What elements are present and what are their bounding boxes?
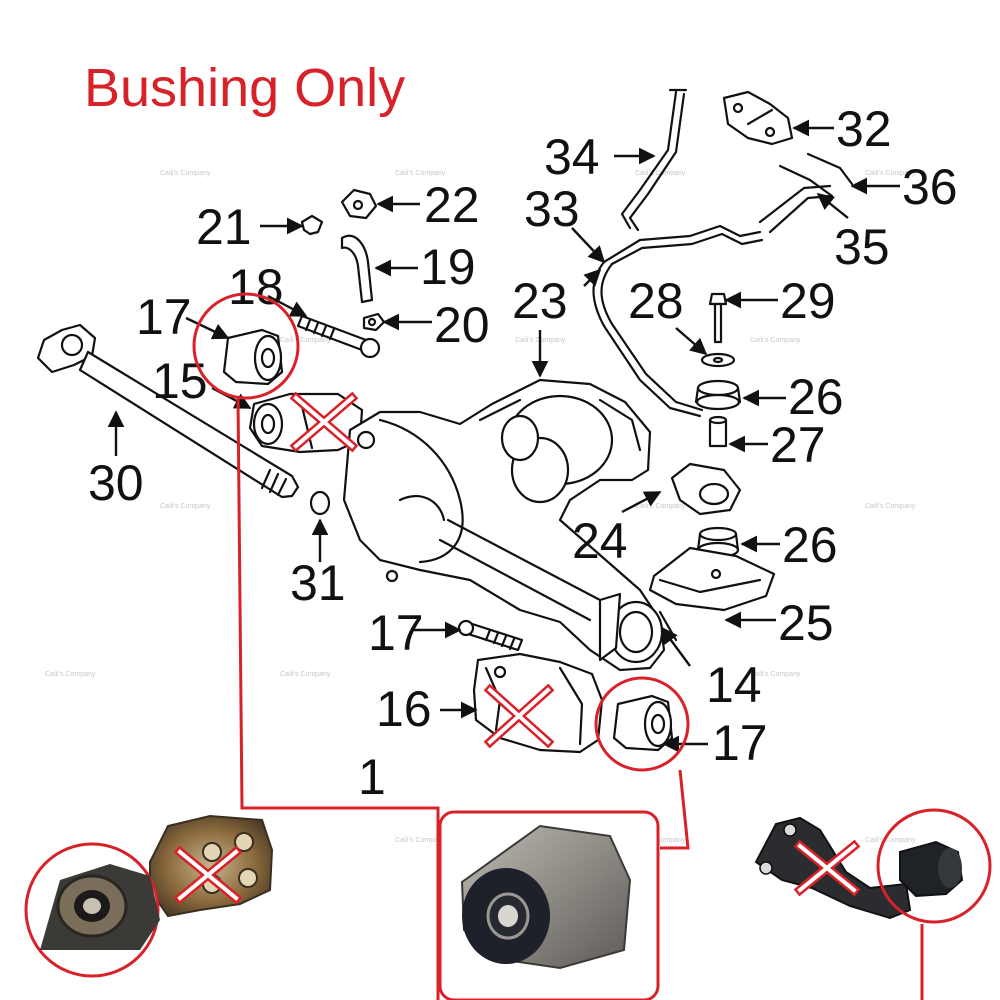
part-26-bushing-upper bbox=[694, 379, 742, 411]
part-32-bracket bbox=[722, 90, 794, 146]
part-1-differential-housing bbox=[342, 378, 666, 672]
part-17-bolt bbox=[457, 619, 524, 652]
leader-line-right bbox=[660, 769, 690, 850]
photo-right-bracket-assembly bbox=[754, 808, 992, 924]
watermark: Caili's Company bbox=[865, 170, 916, 177]
photo-center-bushing bbox=[438, 810, 660, 1000]
watermark: Caili's Company bbox=[865, 837, 916, 844]
excluded-x-mark-15 bbox=[289, 391, 359, 453]
callout-35: 35 bbox=[834, 219, 890, 275]
callout-36: 36 bbox=[902, 159, 958, 215]
part-31-o-ring bbox=[309, 490, 331, 516]
watermark: Caili's Company bbox=[160, 170, 211, 177]
callout-26-upper: 26 bbox=[788, 369, 844, 425]
highlight-circle-photo-right bbox=[876, 808, 992, 924]
part-25-mount-plate bbox=[648, 546, 776, 612]
highlight-circle-topleft bbox=[192, 292, 300, 400]
callout-20: 20 bbox=[434, 297, 490, 353]
part-18-bolt bbox=[296, 314, 381, 359]
callout-29: 29 bbox=[780, 273, 836, 329]
callout-16: 16 bbox=[376, 681, 432, 737]
callout-18: 18 bbox=[228, 259, 284, 315]
callout-33: 33 bbox=[524, 181, 580, 237]
callout-34: 34 bbox=[544, 129, 600, 185]
watermark: Caili's Company bbox=[635, 503, 686, 510]
excluded-x-mark-16 bbox=[483, 683, 555, 749]
watermark: Caili's Company bbox=[865, 503, 916, 510]
part-34-vent-tube bbox=[620, 88, 688, 232]
part-33-vent-tube bbox=[602, 224, 764, 266]
part-30-axle-shaft bbox=[36, 323, 300, 499]
part-21-breather bbox=[300, 214, 324, 236]
part-35-hose bbox=[758, 184, 834, 234]
leader-line-left bbox=[236, 397, 440, 1000]
watermark: Caili's Company bbox=[750, 671, 801, 678]
callout-27: 27 bbox=[770, 417, 826, 473]
callout-25: 25 bbox=[778, 595, 834, 651]
watermark: Caili's Company bbox=[280, 671, 331, 678]
watermark: Caili's Company bbox=[635, 837, 686, 844]
callout-28: 28 bbox=[628, 273, 684, 329]
callout-15: 15 bbox=[152, 353, 208, 409]
title: Bushing Only bbox=[84, 58, 405, 118]
callout-23: 23 bbox=[512, 273, 568, 329]
watermark: Caili's Company bbox=[160, 503, 211, 510]
callout-numbers: 17 15 30 18 19 20 21 22 31 17 16 1 17 14… bbox=[88, 101, 958, 805]
watermark: Caili's Company bbox=[280, 337, 331, 344]
watermark: Caili's Company bbox=[45, 671, 96, 678]
part-22-connector bbox=[340, 188, 378, 220]
watermark: Caili's Company bbox=[395, 837, 446, 844]
callout-26-lower: 26 bbox=[782, 517, 838, 573]
callout-1: 1 bbox=[358, 749, 386, 805]
callout-24: 24 bbox=[572, 513, 628, 569]
callout-17-topleft: 17 bbox=[136, 289, 192, 345]
part-17-bushing-bottomright bbox=[612, 694, 674, 752]
part-17-bushing-topleft bbox=[222, 328, 284, 386]
callout-21: 21 bbox=[196, 199, 252, 255]
part-28-washer bbox=[700, 352, 736, 368]
photo-left-bracket-assembly bbox=[24, 814, 274, 978]
callout-14: 14 bbox=[706, 657, 762, 713]
part-36-hose bbox=[778, 152, 854, 198]
watermark: Caili's Company bbox=[395, 170, 446, 177]
callout-31: 31 bbox=[290, 555, 346, 611]
callout-17-middle: 17 bbox=[368, 605, 424, 661]
callout-19: 19 bbox=[420, 239, 476, 295]
part-20-clip bbox=[362, 312, 386, 332]
callout-17-bottomright: 17 bbox=[712, 715, 768, 771]
part-24-bracket bbox=[670, 462, 742, 516]
callout-32: 32 bbox=[836, 101, 892, 157]
part-27-sleeve bbox=[708, 415, 728, 448]
part-19-hose bbox=[340, 234, 374, 304]
callout-30: 30 bbox=[88, 455, 144, 511]
part-29-bolt bbox=[708, 292, 728, 344]
watermark: Caili's Company bbox=[750, 337, 801, 344]
highlight-circle-bottomright bbox=[594, 676, 690, 772]
callout-22: 22 bbox=[424, 177, 480, 233]
